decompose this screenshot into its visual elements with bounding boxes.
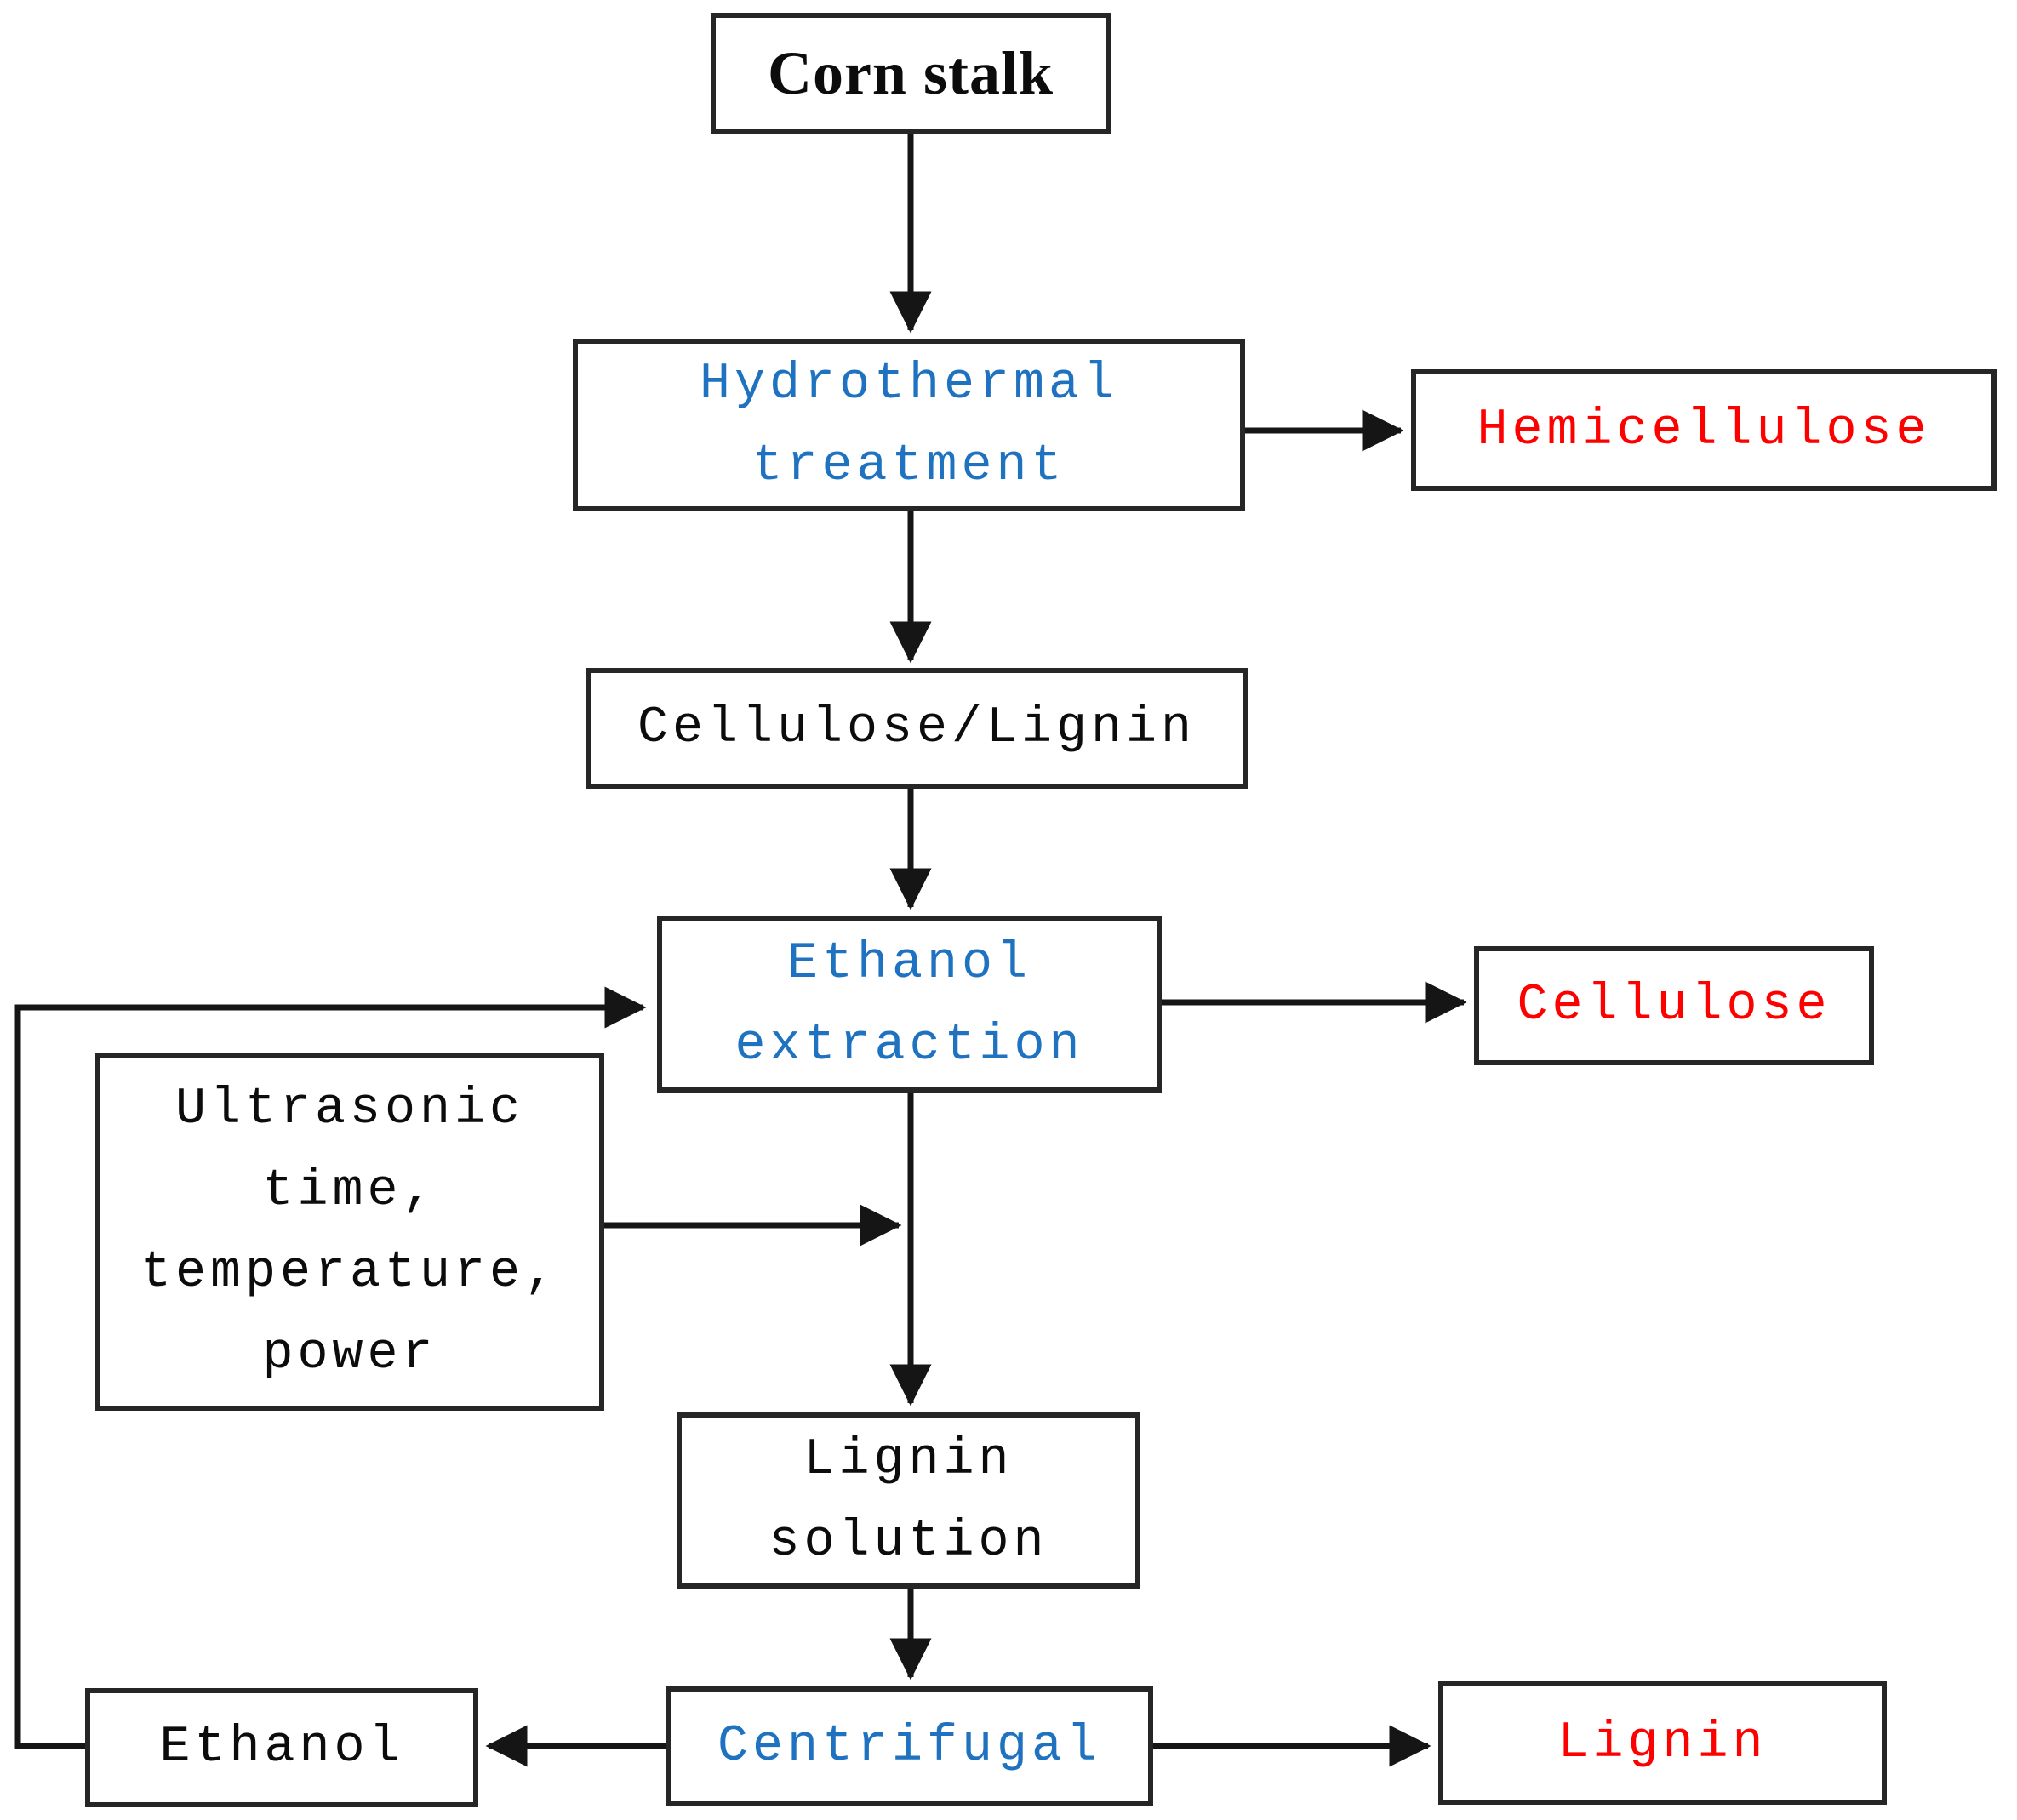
node-cellulose-lignin-label: Cellulose/Lignin: [637, 699, 1197, 757]
node-corn-stalk: Corn stalk: [711, 13, 1111, 134]
node-lignin-solution-label: Lignin solution: [769, 1430, 1048, 1571]
node-cellulose-lignin: Cellulose/Lignin: [586, 668, 1248, 789]
node-centrifugal-label: Centrifugal: [717, 1717, 1102, 1776]
node-lignin-solution: Lignin solution: [677, 1412, 1140, 1589]
node-ethanol-extraction-label: Ethanol extraction: [734, 934, 1084, 1075]
node-centrifugal: Centrifugal: [666, 1686, 1153, 1806]
node-cellulose: Cellulose: [1474, 946, 1874, 1065]
node-corn-stalk-label: Corn stalk: [767, 38, 1054, 107]
node-hydrothermal-treatment-label: Hydrothermal treatment: [699, 355, 1119, 495]
node-ultrasonic-parameters-label: Ultrasonic time, temperature, power: [140, 1081, 560, 1384]
node-lignin-label: Lignin: [1557, 1714, 1768, 1772]
node-ethanol-label: Ethanol: [159, 1719, 404, 1777]
node-hemicellulose-label: Hemicellulose: [1477, 401, 1931, 459]
node-lignin: Lignin: [1438, 1681, 1887, 1805]
node-ultrasonic-parameters: Ultrasonic time, temperature, power: [95, 1053, 604, 1411]
arrow-ethanol-recycle-to-ethanol-extraction: [14, 986, 647, 1749]
node-hemicellulose: Hemicellulose: [1411, 369, 1997, 491]
node-ethanol: Ethanol: [85, 1688, 478, 1807]
node-cellulose-label: Cellulose: [1517, 977, 1831, 1035]
node-ethanol-extraction: Ethanol extraction: [657, 916, 1162, 1093]
node-hydrothermal-treatment: Hydrothermal treatment: [573, 339, 1245, 511]
